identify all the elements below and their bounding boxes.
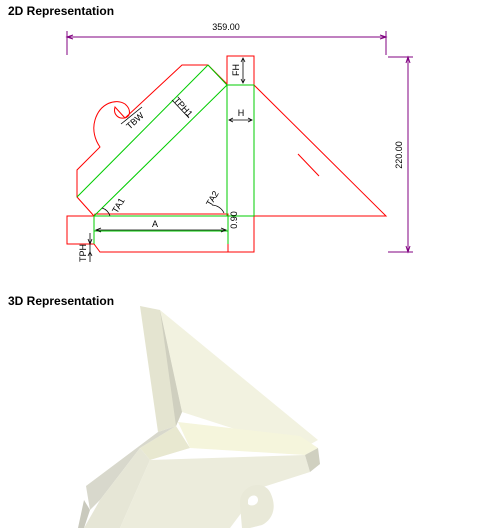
outer-cut-path (66, 55, 388, 253)
box-left-wall (86, 426, 176, 510)
section-title-2d: 2D Representation (8, 4, 115, 18)
a-label: A (152, 219, 158, 229)
fh-label: FH (231, 64, 241, 76)
render-3d (78, 306, 320, 528)
tbw-dimension-line (120, 106, 143, 125)
section-title-3d: 3D Representation (8, 294, 115, 308)
width-arrow-left (65, 34, 74, 40)
width-label: 359.00 (212, 22, 240, 32)
front-triangle-panel (160, 310, 318, 450)
h-label: H (238, 108, 245, 118)
height-label: 220.00 (394, 141, 404, 169)
tbw-label: TBW (124, 110, 146, 131)
cut-lines (66, 55, 388, 253)
ta1-label: TA1 (110, 196, 127, 215)
hanger-tab (239, 484, 274, 528)
ta2-label: TA2 (204, 189, 221, 208)
height-arrow-top (405, 55, 411, 64)
width-arrow-right (379, 34, 388, 40)
lock-slot-cut (297, 153, 320, 177)
box-front-wall (120, 455, 310, 528)
inner-dimension-markers (87, 57, 253, 262)
ta2-arc (211, 204, 225, 214)
vertical-panel-crease (226, 84, 255, 217)
diagonal-crease-inner (93, 84, 228, 217)
dimension-lines (65, 31, 413, 254)
ta1-arc (101, 207, 111, 217)
hanger-hole (248, 495, 258, 506)
angle-label: 0.90 (229, 211, 239, 229)
lid-panel (178, 422, 318, 455)
dieline-2d: 359.00 220.00 FH H TBW TPH1 TA1 TA2 A 0.… (65, 22, 413, 262)
side-panel (140, 306, 182, 432)
crease-lines (76, 64, 255, 244)
height-arrow-bottom (405, 245, 411, 254)
tph1-label: TPH1 (172, 95, 195, 119)
diagonal-crease-top (207, 64, 228, 86)
box-inner-wall (84, 448, 150, 528)
tph-label: TPH (78, 244, 88, 262)
tph1-dimension-line (171, 99, 190, 119)
diagonal-crease-outer (76, 64, 209, 198)
